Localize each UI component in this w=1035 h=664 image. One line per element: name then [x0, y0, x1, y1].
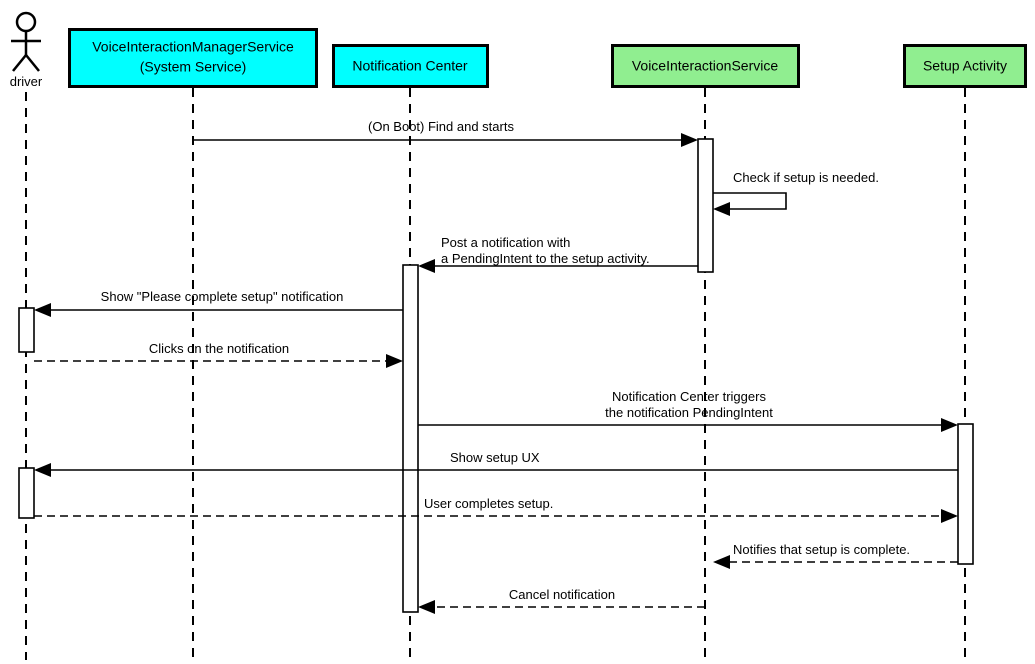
message-show-please-complete-setup-notification[interactable]: Show "Please complete setup" notificatio…: [34, 289, 403, 317]
participant-vims-box[interactable]: [68, 28, 318, 88]
activation-driver-2: [18, 467, 35, 519]
message-label: Clicks on the notification: [149, 341, 289, 356]
arrowhead-right-icon: [941, 418, 958, 432]
message-label: Notifies that setup is complete.: [733, 542, 910, 557]
participant-notification-center-label: Notification Center: [352, 58, 468, 74]
message-self-loop: [713, 192, 787, 210]
message-label: Show "Please complete setup" notificatio…: [101, 289, 344, 304]
participant-voice-interaction-service-label: VoiceInteractionService: [632, 58, 779, 74]
message-notifies-that-setup-is-complete[interactable]: Notifies that setup is complete.: [713, 542, 958, 569]
message-check-if-setup-is-needed[interactable]: Check if setup is needed.: [713, 170, 879, 216]
message-label-line1: Notification Center triggers: [612, 389, 766, 404]
participant-vims-label-line1: VoiceInteractionManagerService: [92, 39, 294, 55]
message-label: Check if setup is needed.: [733, 170, 879, 185]
arrowhead-right-icon: [941, 509, 958, 523]
message-label-line2: the notification PendingIntent: [605, 405, 773, 420]
arrowhead-right-icon: [386, 354, 403, 368]
message-label-line2: a PendingIntent to the setup activity.: [441, 251, 650, 266]
activation-bars: [18, 138, 974, 613]
participant-driver[interactable]: driver: [10, 11, 43, 89]
activation-voice-interaction-service-1: [697, 138, 714, 273]
message-on-boot-find-and-starts[interactable]: (On Boot) Find and starts: [193, 119, 698, 147]
message-show-setup-ux[interactable]: Show setup UX: [34, 450, 958, 477]
participant-setup-activity[interactable]: Setup Activity: [903, 44, 1027, 88]
message-label: Cancel notification: [509, 587, 615, 602]
arrowhead-left-icon: [418, 259, 435, 273]
participant-voice-interaction-service-box[interactable]: [611, 44, 800, 88]
participant-notification-center-box[interactable]: [332, 44, 489, 88]
activation-setup-activity-1: [957, 423, 974, 565]
arrowhead-left-icon: [418, 600, 435, 614]
activation-driver-1: [18, 307, 35, 353]
actor-leg-right-icon: [25, 54, 40, 72]
participant-vims[interactable]: VoiceInteractionManagerService (System S…: [68, 28, 318, 88]
arrowhead-left-icon: [34, 303, 51, 317]
actor-leg-left-icon: [12, 54, 27, 72]
arrowhead-left-icon: [34, 463, 51, 477]
arrowhead-left-icon: [713, 555, 730, 569]
participant-setup-activity-label: Setup Activity: [923, 58, 1007, 74]
participant-voice-interaction-service[interactable]: VoiceInteractionService: [611, 44, 800, 88]
message-label: (On Boot) Find and starts: [368, 119, 514, 134]
message-user-completes-setup[interactable]: User completes setup.: [34, 496, 958, 523]
activation-notification-center-1: [402, 264, 419, 613]
participant-setup-activity-box[interactable]: [903, 44, 1027, 88]
participant-vims-label-line2: (System Service): [140, 59, 247, 75]
message-label-line1: Post a notification with: [441, 235, 570, 250]
message-post-a-notification[interactable]: Post a notification with a PendingIntent…: [418, 235, 698, 273]
message-cancel-notification[interactable]: Cancel notification: [418, 587, 705, 614]
participant-driver-label: driver: [10, 74, 43, 89]
participant-notification-center[interactable]: Notification Center: [332, 44, 489, 88]
arrowhead-right-icon: [681, 133, 698, 147]
arrowhead-left-icon: [713, 202, 730, 216]
message-notification-center-triggers-pendingintent[interactable]: Notification Center triggers the notific…: [418, 389, 958, 432]
actor-head-icon: [15, 11, 37, 33]
message-label: User completes setup.: [424, 496, 553, 511]
message-clicks-on-the-notification[interactable]: Clicks on the notification: [34, 341, 403, 368]
message-label: Show setup UX: [450, 450, 540, 465]
